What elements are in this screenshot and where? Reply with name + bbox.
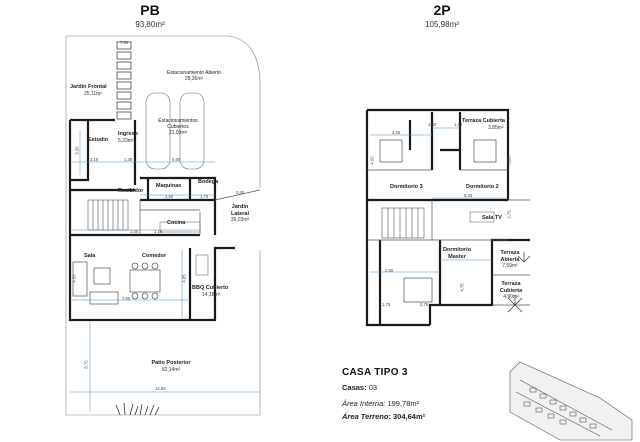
ground-dimension-lines [70,130,260,412]
dim-u-2-75: 2,75 [506,210,512,219]
dim-8-75: 8,75 [83,360,89,369]
plant-upper [507,252,531,313]
dim-u-2-75-b: 2,75 [420,302,429,307]
room-jardin-lateral: Jardín Lateral 36,03m² [230,204,250,224]
upper-floor-area: 105,98m² [425,20,459,29]
dim-1-40: 1,40 [130,229,139,234]
room-terraza-cubierta-top: Terraza Cubierta 3,85m² [462,118,505,131]
dim-1-35: 1,35 [124,157,133,162]
room-sala-tv: Sala TV [482,215,502,221]
site-map-thumbnail [509,361,633,441]
car-outlines [145,92,205,170]
dim-2-50: 2,50 [165,194,174,199]
stepping-stones [116,41,132,120]
room-bbq-cubierto: BBQ Cubierto 14,18m² [192,285,229,298]
room-jardin-frontal: Jardín Frontal 25,11m² [70,84,107,97]
dim-4-65: 4,65 [71,274,77,283]
room-cocina: Cocina [167,220,186,226]
dim-3-35: 3,35 [74,146,80,155]
dim-3-10: 3,10 [90,157,99,162]
houses-count: Casas: 03 [342,383,378,392]
upper-floor-title: 2P [433,2,451,18]
dim-1-75: 1,75 [200,194,209,199]
room-sala: Sala [84,253,96,259]
room-patio-posterior: Patio Posterior 82,14m² [151,360,191,373]
room-estacionamiento-abierto: Estacionamiento Abierto 28,36m² [167,70,221,82]
sofa [72,261,119,305]
dim-u-2-50: 2,50 [385,268,394,273]
dining-table [129,262,161,300]
ground-floor-area: 93,80m² [135,20,165,29]
room-comedor: Comedor [142,253,167,259]
beds [379,139,497,303]
dim-u-3-85: 3,85 [506,156,512,165]
dim-u-4-50: 4,50 [369,156,375,165]
dim-4-85: 4,85 [181,274,187,283]
dim-u-1-75: 1,75 [382,302,391,307]
dim-1-18: 1,18 [154,229,163,234]
ground-floor-plan [65,35,261,416]
lot-area: Área Terreno: 304,64m² [342,412,426,421]
room-dormitorio-3: Dormitorio 3 [390,184,423,190]
dim-u-1-40-a: 1,40 [428,122,437,127]
upper-floor-plan [365,108,531,327]
room-terraza-cubierta-bottom: Terraza Cubierta 4,90m² [499,281,523,301]
room-estudio: Estudio [88,137,109,143]
dim-u-4-75: 4,75 [459,283,465,292]
room-ingreso: Ingreso 5,33m² [118,131,138,144]
dim-u-3-25: 3,25 [392,130,401,135]
lot-boundary [66,35,261,188]
dim-7-60-top: 7,60 [120,40,129,45]
ground-exterior-walls [68,118,235,322]
ground-floor-title: PB [140,2,160,18]
room-terraza-abierta: Terraza Abierta 7,59m² [500,250,520,270]
room-recibidor: Recibidor [118,188,144,194]
room-maquinas: Maquinas [156,183,182,189]
dim-2-60: 2,60 [236,190,245,195]
room-dormitorio-master: Dormitorio Master [442,247,472,260]
house-type-title: CASA TIPO 3 [342,367,408,378]
ground-staircase [87,199,129,231]
dim-u-1-40-b: 1,40 [454,122,463,127]
room-bodega: Bodega [198,179,219,185]
kitchen-counter [159,221,201,233]
dim-u-6-33: 6,33 [464,193,473,198]
dim-7-60-bottom: 7,60 [122,296,131,301]
shrubs [115,402,160,416]
room-dormitorio-2: Dormitorio 2 [466,184,499,190]
upper-staircase [381,207,425,239]
dim-12-50: 12,50 [155,386,166,391]
dim-5-65: 5,65 [172,157,181,162]
room-estacionamientos-cubiertos: Estacionamientos Cubiertos 21,00m² [158,118,198,136]
internal-area: Área Interna: 199,78m² [342,399,420,408]
upper-dimension-lines [370,127,508,273]
